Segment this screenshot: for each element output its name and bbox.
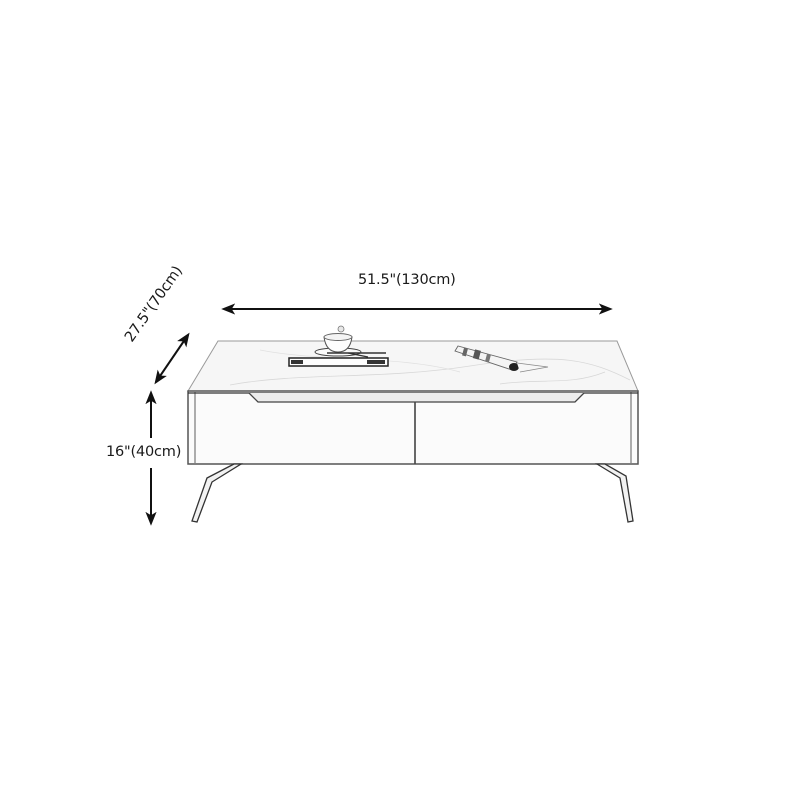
leg-right	[594, 463, 634, 523]
height-label: 16"(40cm)	[106, 444, 182, 460]
depth-dimension-arrow	[154, 332, 190, 385]
drawer-handle-groove	[248, 392, 585, 403]
rolled-magazine	[454, 345, 549, 373]
cabinet-body	[187, 390, 639, 465]
width-label: 51.5"(130cm)	[358, 272, 456, 288]
coffee-table	[187, 325, 639, 523]
book	[288, 352, 389, 367]
leg-left	[191, 463, 244, 523]
tabletop	[187, 340, 639, 392]
cup-and-saucer	[314, 325, 369, 358]
